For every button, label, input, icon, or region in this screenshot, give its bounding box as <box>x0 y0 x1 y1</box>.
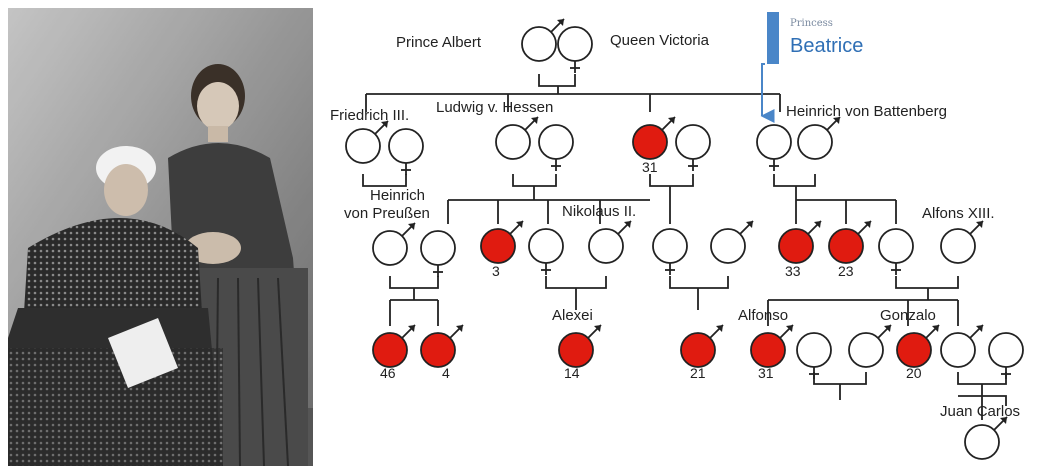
age-number: 33 <box>785 263 801 279</box>
tree-lines <box>362 74 1007 420</box>
label-ludwig: Ludwig v. Hessen <box>436 99 553 116</box>
age-number: 23 <box>838 263 854 279</box>
label-heinrich-preussen-1: Heinrich <box>370 187 425 204</box>
male-symbol <box>710 220 754 264</box>
female-symbol <box>878 228 914 275</box>
female-symbol <box>528 228 564 275</box>
male-symbol <box>797 116 841 160</box>
male-symbol <box>521 18 565 62</box>
female-symbol <box>557 26 593 73</box>
annotation-marker <box>767 12 779 64</box>
age-number: 14 <box>564 365 580 381</box>
male-symbol <box>940 324 984 368</box>
age-number: 31 <box>642 159 658 175</box>
age-number: 21 <box>690 365 706 381</box>
male-symbol-affected <box>680 324 724 368</box>
pedigree-symbols <box>345 18 1024 460</box>
male-symbol <box>372 222 416 266</box>
age-number: 46 <box>380 365 396 381</box>
male-symbol-affected <box>480 220 524 264</box>
label-gonzalo: Gonzalo <box>880 307 936 324</box>
female-symbol <box>796 332 832 379</box>
annotation-title-small: Princess <box>790 18 833 29</box>
male-symbol-affected <box>896 324 940 368</box>
female-symbol <box>420 230 456 277</box>
label-heinrich-preussen-2: von Preußen <box>344 205 430 222</box>
label-juan-carlos: Juan Carlos <box>940 403 1020 420</box>
female-symbol <box>988 332 1024 379</box>
label-prince-albert: Prince Albert <box>396 34 482 51</box>
male-symbol <box>940 220 984 264</box>
male-symbol-affected <box>372 324 416 368</box>
male-symbol-affected <box>750 324 794 368</box>
male-symbol <box>345 120 389 164</box>
age-numbers: 31 3 33 23 46 4 14 21 31 20 <box>380 159 922 381</box>
label-queen-victoria: Queen Victoria <box>610 32 710 49</box>
female-symbol <box>388 128 424 175</box>
label-alexei: Alexei <box>552 307 593 324</box>
male-symbol-affected <box>778 220 822 264</box>
annotation-name: Beatrice <box>790 35 863 57</box>
male-symbol-affected <box>828 220 872 264</box>
male-symbol-affected <box>420 324 464 368</box>
male-symbol-affected <box>558 324 602 368</box>
label-nikolaus: Nikolaus II. <box>562 203 636 220</box>
standing-woman <box>158 64 308 466</box>
label-heinrich-battenberg: Heinrich von Battenberg <box>786 103 947 120</box>
portrait-photo <box>8 8 313 466</box>
family-tree: Prince Albert Queen Victoria Friedrich I… <box>330 12 1024 460</box>
age-number: 31 <box>758 365 774 381</box>
male-symbol <box>495 116 539 160</box>
male-symbol-affected <box>632 116 676 160</box>
age-number: 20 <box>906 365 922 381</box>
male-symbol <box>588 220 632 264</box>
male-symbol <box>964 416 1008 460</box>
male-symbol <box>848 324 892 368</box>
annotation-arrow <box>760 63 775 123</box>
female-symbol <box>538 124 574 171</box>
female-symbol <box>756 124 792 171</box>
female-symbol <box>652 228 688 275</box>
female-symbol <box>675 124 711 171</box>
age-number: 3 <box>492 263 500 279</box>
seated-woman <box>8 146 223 466</box>
label-alfonso: Alfonso <box>738 307 788 324</box>
label-friedrich: Friedrich III. <box>330 107 409 124</box>
beatrice-annotation: Princess Beatrice <box>760 12 863 123</box>
age-number: 4 <box>442 365 450 381</box>
tree-labels: Prince Albert Queen Victoria Friedrich I… <box>330 32 1020 420</box>
label-alfons: Alfons XIII. <box>922 205 995 222</box>
